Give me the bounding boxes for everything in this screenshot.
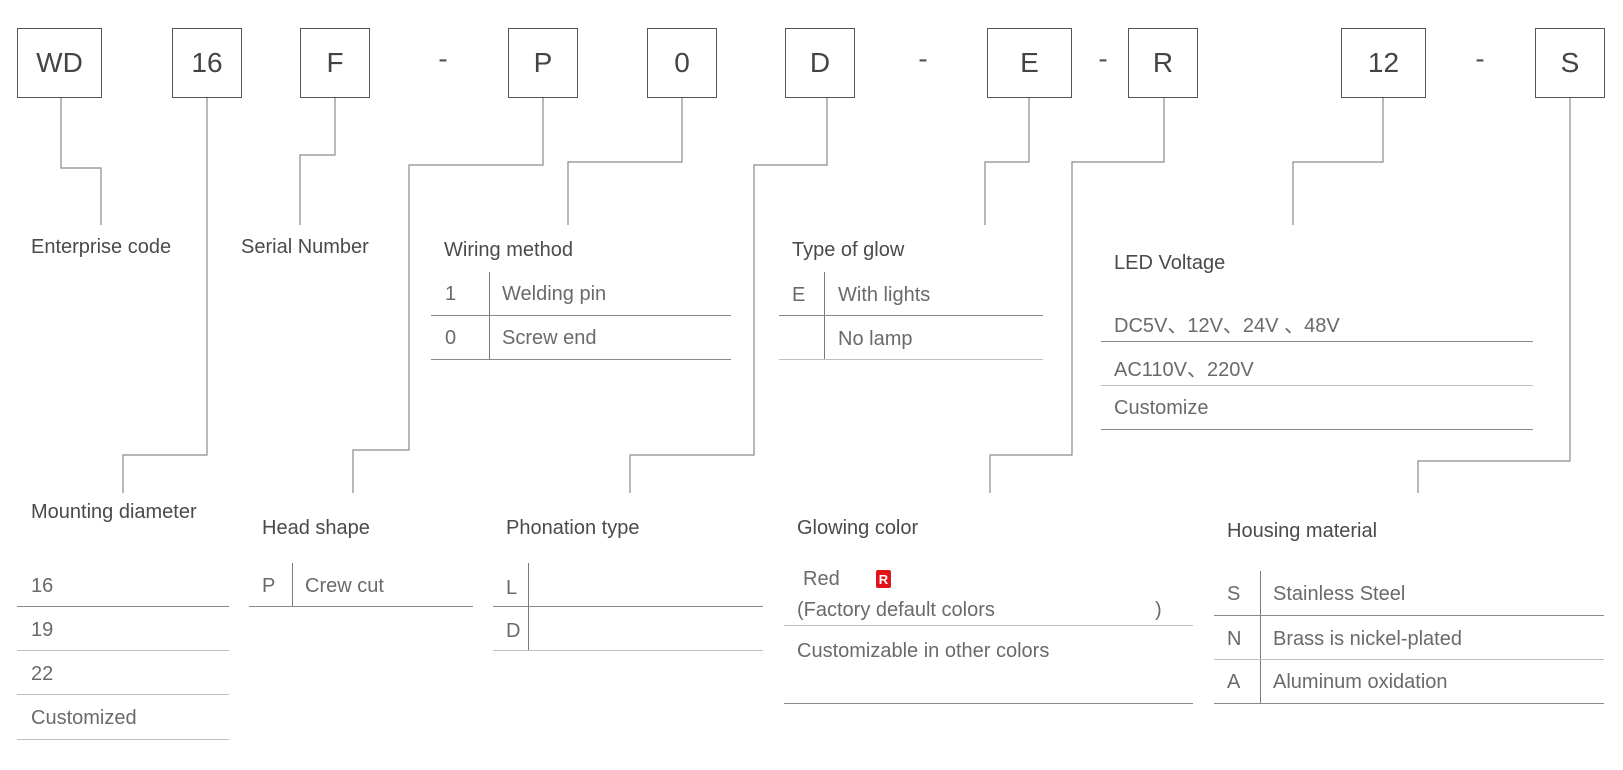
phonation-title: Phonation type [506,517,640,539]
serial-title: Serial Number [241,236,369,258]
registered-badge: R [876,570,891,588]
glow-type-label: With lights [838,284,931,306]
enterprise-title: Enterprise code [31,236,172,258]
mounting-option: 22 [31,663,54,685]
code-mounting-diameter: 16 [172,28,242,98]
code-enterprise: WD [17,28,102,98]
glow-type-code: E [792,284,806,306]
row-divider [493,606,763,607]
row-divider [493,650,763,651]
row-divider [1214,659,1604,660]
code-dash: - [918,43,928,74]
connector-voltage [1292,98,1384,225]
row-divider [784,625,1193,626]
row-divider [779,359,1043,360]
wiring-title: Wiring method [444,239,573,261]
housing-divider [1260,571,1261,703]
housing-title: Housing material [1227,520,1378,542]
row-divider [431,359,731,360]
voltage-option: AC110V、220V [1114,359,1254,381]
code-glow-type: E [987,28,1072,98]
head-divider [292,563,293,607]
row-divider [249,606,473,607]
wiring-code: 1 [445,283,457,305]
code-serial: F [300,28,370,98]
glow-color-default-note: (Factory default colors [797,599,995,621]
glow-type-title: Type of glow [792,239,905,261]
head-code: P [262,575,276,597]
phonation-code: L [506,577,518,599]
phonation-divider [528,563,529,651]
row-divider [431,315,731,316]
voltage-option: Customize [1114,397,1209,419]
connector-phonation [629,98,828,493]
mounting-title: Mounting diameter [31,501,197,523]
code-phonation: D [785,28,855,98]
housing-code: S [1227,583,1241,605]
mounting-option: 19 [31,619,54,641]
connector-enterprise [60,98,102,225]
mounting-option: Customized [31,707,137,729]
row-divider [1101,429,1533,430]
row-divider [1214,615,1604,616]
phonation-code: D [506,620,521,642]
mounting-option: 16 [31,575,54,597]
housing-code: A [1227,671,1241,693]
connector-housing [1417,98,1571,493]
code-dash: - [1475,43,1485,74]
row-divider [17,694,229,695]
glow-color-default-note-close: ) [1155,599,1162,621]
housing-code: N [1227,628,1242,650]
wiring-label: Screw end [502,327,597,349]
housing-label: Brass is nickel-plated [1273,628,1462,650]
code-dash: - [1098,43,1108,74]
voltage-option: DC5V、12V、24V 、48V [1114,315,1340,337]
code-head-shape: P [508,28,578,98]
glow-color-red: Red [803,568,840,590]
row-divider [17,650,229,651]
connector-glow-color [989,98,1165,493]
code-housing: S [1535,28,1605,98]
code-wiring: 0 [647,28,717,98]
voltage-title: LED Voltage [1114,252,1226,274]
glow-type-label: No lamp [838,328,913,350]
glow-color-title: Glowing color [797,517,919,539]
glow-color-custom: Customizable in other colors [797,640,1050,662]
row-divider [17,739,229,740]
row-divider [1101,385,1533,386]
connector-wiring [567,98,683,225]
code-dash: - [438,43,448,74]
wiring-code: 0 [445,327,457,349]
connector-mounting [122,98,208,493]
row-divider [784,703,1193,704]
housing-label: Aluminum oxidation [1273,671,1448,693]
connector-glow-type [984,98,1030,225]
code-voltage: 12 [1341,28,1426,98]
row-divider [17,606,229,607]
row-divider [1214,703,1604,704]
row-divider [1101,341,1533,342]
head-label: Crew cut [305,575,384,597]
code-glow-color: R [1128,28,1198,98]
housing-label: Stainless Steel [1273,583,1406,605]
head-title: Head shape [262,517,370,539]
connector-head [352,98,544,493]
wiring-label: Welding pin [502,283,607,305]
connector-serial [299,98,336,225]
row-divider [779,315,1043,316]
